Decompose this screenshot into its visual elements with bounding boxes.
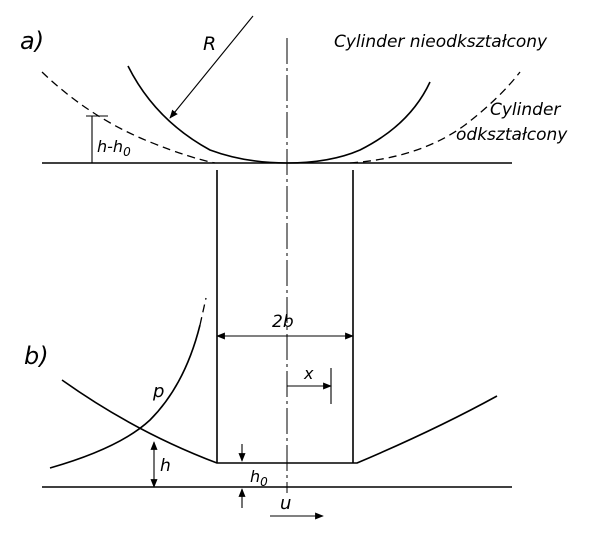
radius-arrow <box>169 15 254 119</box>
offset-label: x <box>303 364 314 383</box>
deformed-cylinder-right <box>349 71 521 164</box>
pressure-label: p <box>152 381 164 402</box>
panel-b-label: b) <box>24 342 49 370</box>
radius-label: R <box>203 33 216 55</box>
pressure-curve-dashed <box>199 297 207 326</box>
deformed-profile <box>61 379 498 464</box>
deformed-label-1: Cylinder <box>490 100 561 120</box>
deformed-label-2: odkształcony <box>456 125 568 145</box>
panel-a: a) R Cylinder nieodkształcony Cylinder o… <box>20 15 568 493</box>
pressure-curve <box>49 324 201 469</box>
undeformed-label: Cylinder nieodkształcony <box>334 32 548 52</box>
panel-a-label: a) <box>20 27 44 55</box>
gap-a-label: h-h0 <box>97 137 131 159</box>
gap-label: h <box>160 456 171 476</box>
velocity-label: u <box>280 493 291 514</box>
gap0-label: h0 <box>250 467 268 489</box>
width-label: 2b <box>272 312 294 332</box>
deformed-cylinder-left <box>41 71 216 164</box>
panel-b: b) p h h0 u <box>24 297 512 520</box>
undeformed-cylinder-arc <box>127 65 431 164</box>
